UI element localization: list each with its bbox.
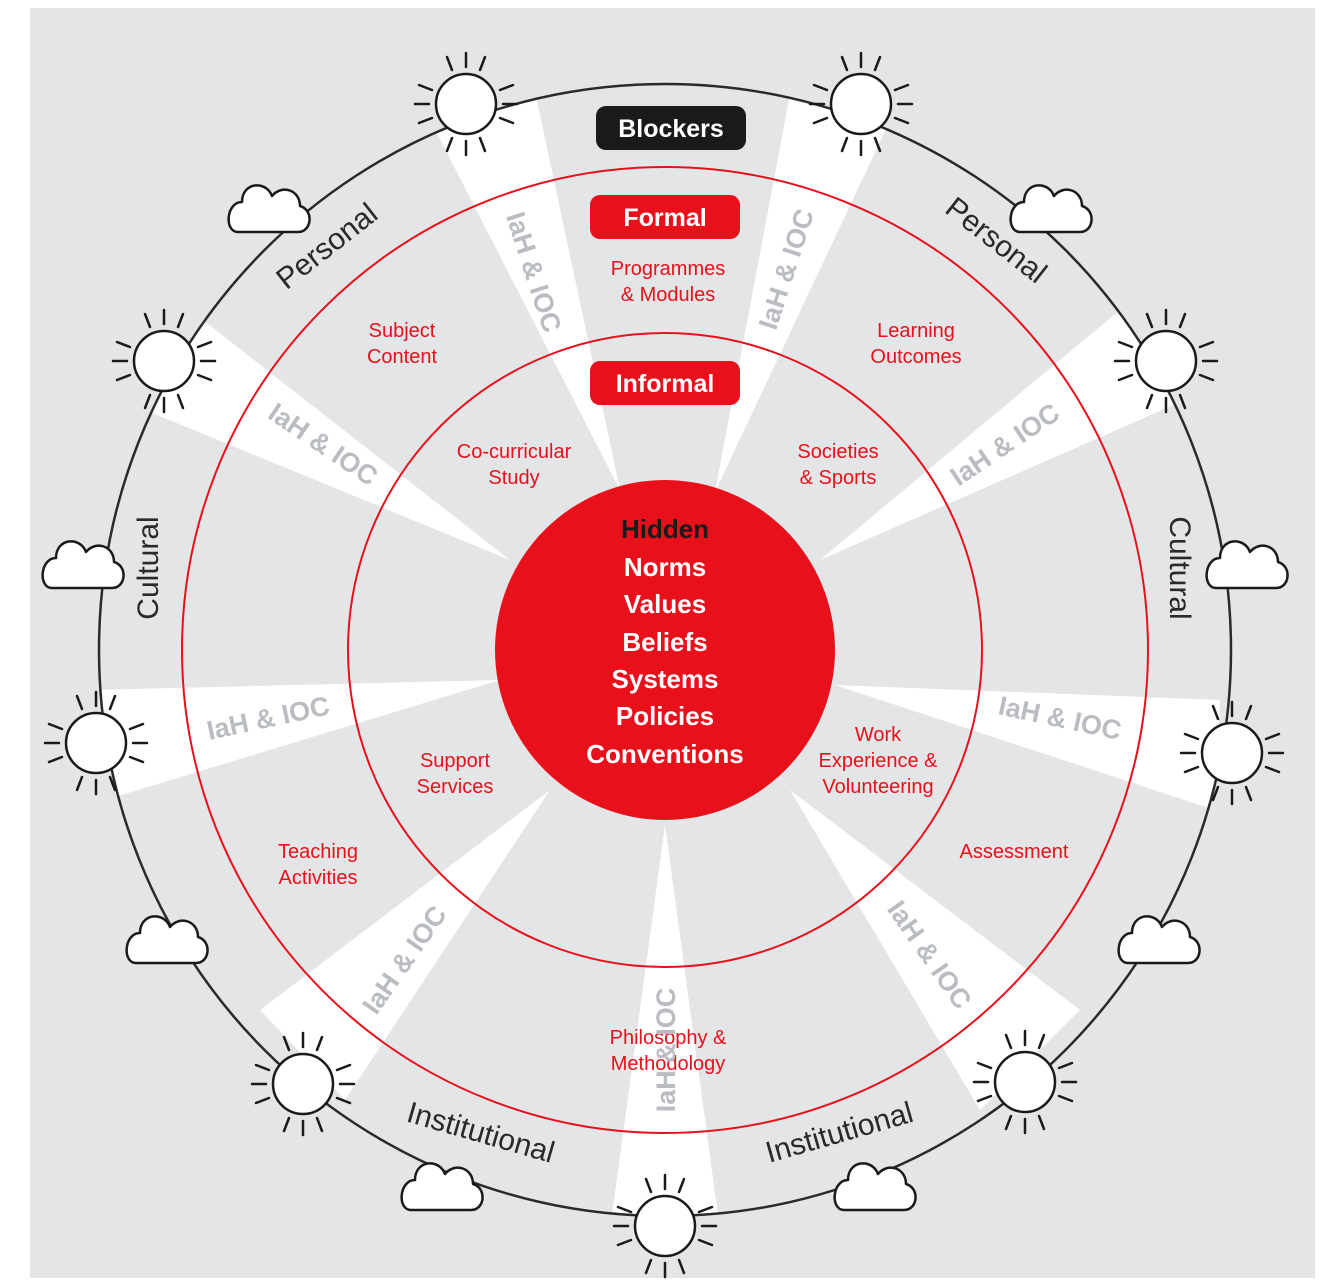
beam-label: IaH & IOC — [651, 988, 681, 1113]
beam-right-upper — [820, 310, 1185, 560]
beam-bottom — [610, 825, 720, 1216]
beam-left-upper — [145, 310, 510, 560]
formal-item-subject-content: Subject — [369, 320, 436, 342]
blockers-badge-label: Blockers — [618, 115, 724, 143]
formal-item-philosophy: Philosophy & — [610, 1027, 727, 1049]
beam-bottom-left — [260, 790, 550, 1100]
center-item: Beliefs — [622, 627, 707, 657]
center-title: Hidden — [621, 514, 709, 544]
informal-item-work-experience: Volunteering — [822, 776, 933, 798]
formal-item-subject-content: Content — [367, 346, 437, 368]
beam-top-right — [715, 84, 895, 492]
beam-bottom-right — [790, 790, 1080, 1110]
formal-badge — [590, 195, 740, 239]
informal-ring — [347, 332, 983, 968]
formal-badge-label: Formal — [623, 204, 706, 232]
center-item: Policies — [616, 701, 714, 731]
beam-left-lower — [99, 680, 500, 800]
beam-right-lower — [835, 685, 1220, 810]
formal-item-programmes: Programmes — [611, 258, 725, 280]
informal-item-support-services: Support — [420, 750, 490, 772]
informal-item-co-curricular: Study — [488, 467, 539, 489]
informal-item-support-services: Services — [417, 776, 494, 798]
informal-badge — [590, 361, 740, 405]
formal-ring — [181, 166, 1149, 1134]
center-item: Systems — [612, 664, 719, 694]
formal-item-programmes: & Modules — [621, 284, 716, 306]
formal-item-philosophy: Methodology — [611, 1053, 726, 1075]
informal-item-societies: & Sports — [800, 467, 877, 489]
informal-item-co-curricular: Co-curricular — [457, 441, 572, 463]
informal-badge-label: Informal — [616, 370, 715, 398]
formal-item-learning-outcomes: Outcomes — [870, 346, 961, 368]
center-item: Values — [624, 589, 706, 619]
formal-item-learning-outcomes: Learning — [877, 320, 955, 342]
informal-item-work-experience: Experience & — [819, 750, 939, 772]
cultural-label-right: Cultural — [1163, 516, 1196, 619]
blockers-badge — [596, 106, 746, 150]
formal-item-assessment: Assessment — [960, 841, 1069, 863]
formal-item-teaching-activities: Teaching — [278, 841, 358, 863]
formal-item-teaching-activities: Activities — [279, 867, 358, 889]
center-item: Conventions — [586, 739, 743, 769]
beams — [99, 84, 1220, 1216]
hidden-center-circle — [495, 480, 835, 820]
informal-item-societies: Societies — [797, 441, 878, 463]
cultural-label-left: Cultural — [132, 516, 165, 619]
center-item: Norms — [624, 552, 706, 582]
beam-top-left — [425, 84, 620, 490]
informal-item-work-experience: Work — [855, 724, 902, 746]
